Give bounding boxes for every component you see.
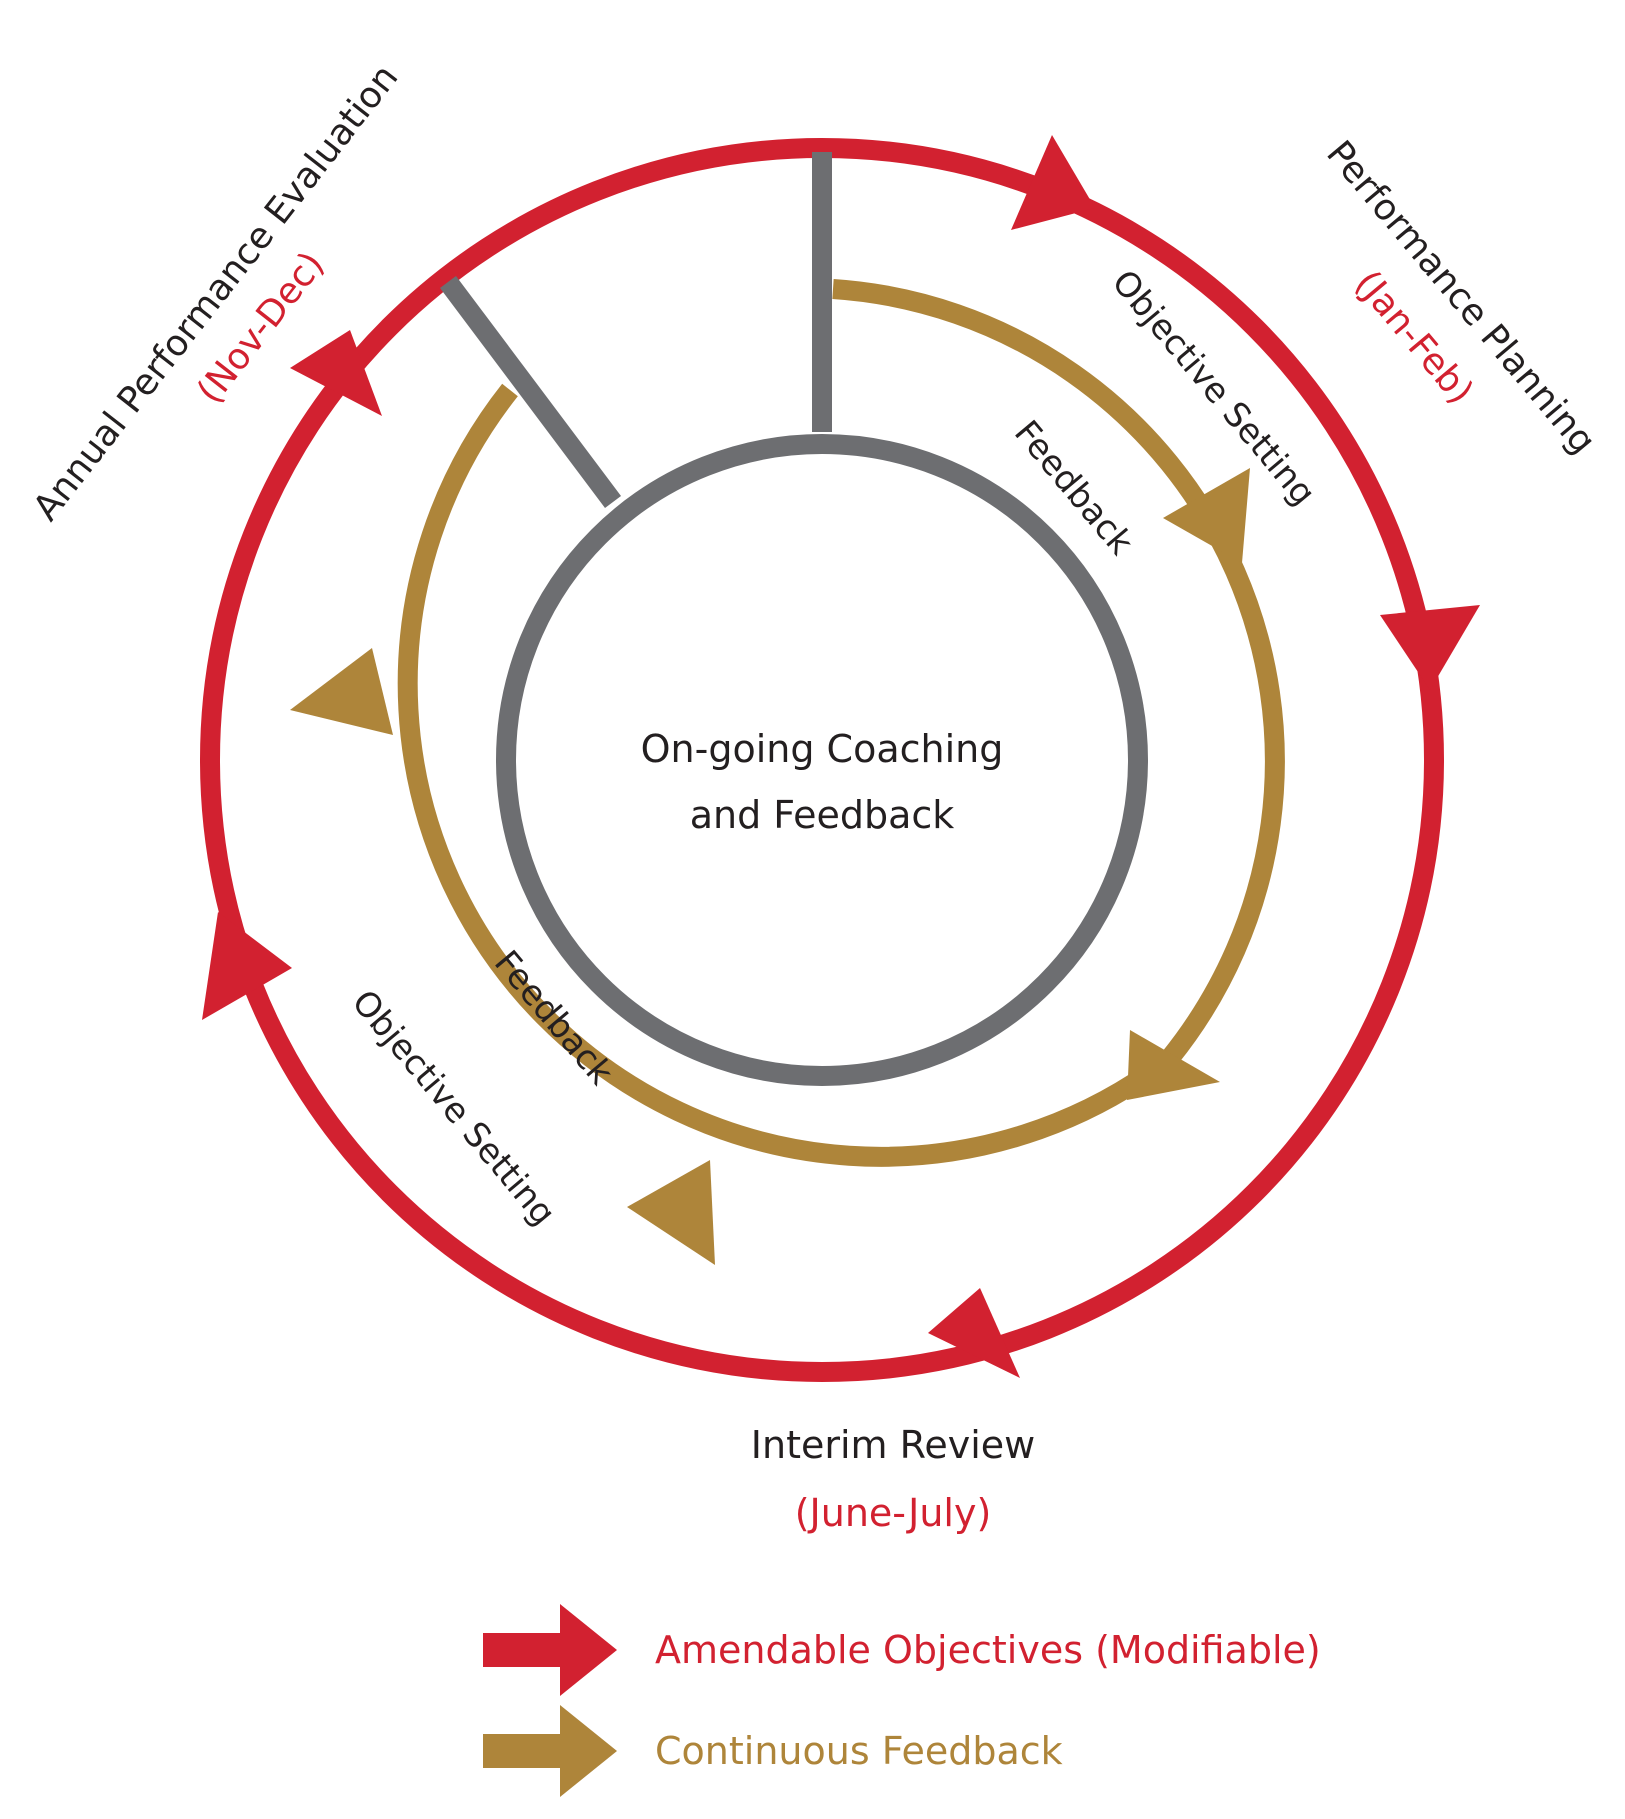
amendable-arrow-bottom	[928, 1288, 1020, 1378]
center-label-line2: and Feedback	[690, 793, 955, 837]
ongoing-coaching-core	[496, 434, 1148, 1086]
interim-review-period: (June-July)	[795, 1491, 992, 1535]
continuous-arrow-bottom	[627, 1160, 715, 1265]
amendable-arrow-top	[1011, 135, 1095, 230]
continuous-arrow-left	[290, 648, 393, 735]
amendable-arrow-right	[1380, 605, 1480, 690]
continuous-feedback-arc-left	[397, 383, 1177, 1167]
amendable-objectives-ring	[200, 138, 1444, 1382]
legend-amendable-label: Amendable Objectives (Modifiable)	[655, 1628, 1321, 1672]
continuous-arrow-lower-right	[1127, 1030, 1220, 1100]
annual-evaluation-title: Annual Performance Evaluation	[26, 57, 407, 528]
continuous-feedback-arc-right	[832, 279, 1285, 1065]
amendable-arrow-upper-left	[290, 330, 382, 416]
interim-review-title: Interim Review	[751, 1423, 1035, 1467]
legend: Amendable Objectives (Modifiable) Contin…	[483, 1604, 1321, 1797]
center-label-line1: On-going Coaching	[641, 727, 1004, 771]
core-spoke-diagonal	[440, 276, 621, 508]
legend-amendable-arrow-icon	[483, 1604, 617, 1696]
amendable-arrow-left	[202, 912, 292, 1020]
legend-continuous-arrow-icon	[483, 1705, 617, 1797]
continuous-arrow-upper-right	[1163, 468, 1250, 563]
legend-continuous-label: Continuous Feedback	[655, 1729, 1063, 1773]
